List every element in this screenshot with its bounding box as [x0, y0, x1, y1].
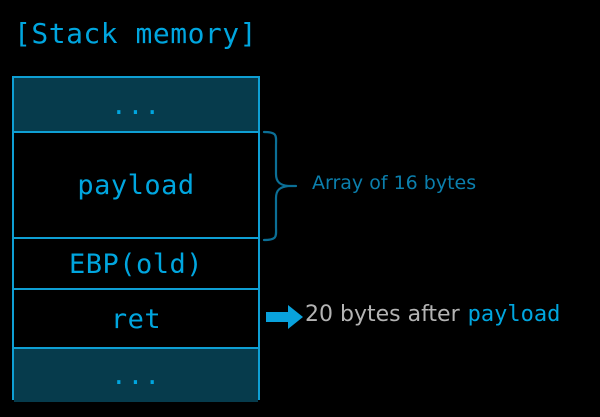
curly-brace-right-icon — [262, 130, 308, 242]
arrow-annotation-label: 20 bytes after payload — [305, 301, 560, 329]
stack-row-ret: ret — [14, 290, 258, 349]
stack-row-label: ret — [110, 303, 162, 335]
row-divider — [14, 347, 258, 349]
row-divider — [14, 288, 258, 290]
brace-annotation-label: Array of 16 bytes — [312, 172, 477, 194]
stack-row-bottom-ellipsis: ... — [14, 349, 258, 402]
row-divider — [14, 237, 258, 239]
arrow-annotation-prefix: 20 bytes after — [305, 302, 460, 327]
stack-row-label: ... — [111, 360, 161, 391]
right-arrow-icon — [266, 303, 304, 331]
row-divider — [14, 131, 258, 133]
stack-memory-box: ... payload EBP(old) ret ... — [12, 76, 260, 402]
stack-row-top-ellipsis: ... — [14, 78, 258, 133]
page-title: [Stack memory] — [14, 17, 258, 50]
stack-row-label: payload — [77, 170, 195, 201]
stack-row-label: EBP(old) — [68, 248, 204, 280]
stack-row-payload: payload — [14, 133, 258, 239]
arrow-annotation-term: payload — [467, 302, 561, 327]
stack-row-label: ... — [111, 90, 161, 121]
stack-row-ebp-old: EBP(old) — [14, 239, 258, 290]
